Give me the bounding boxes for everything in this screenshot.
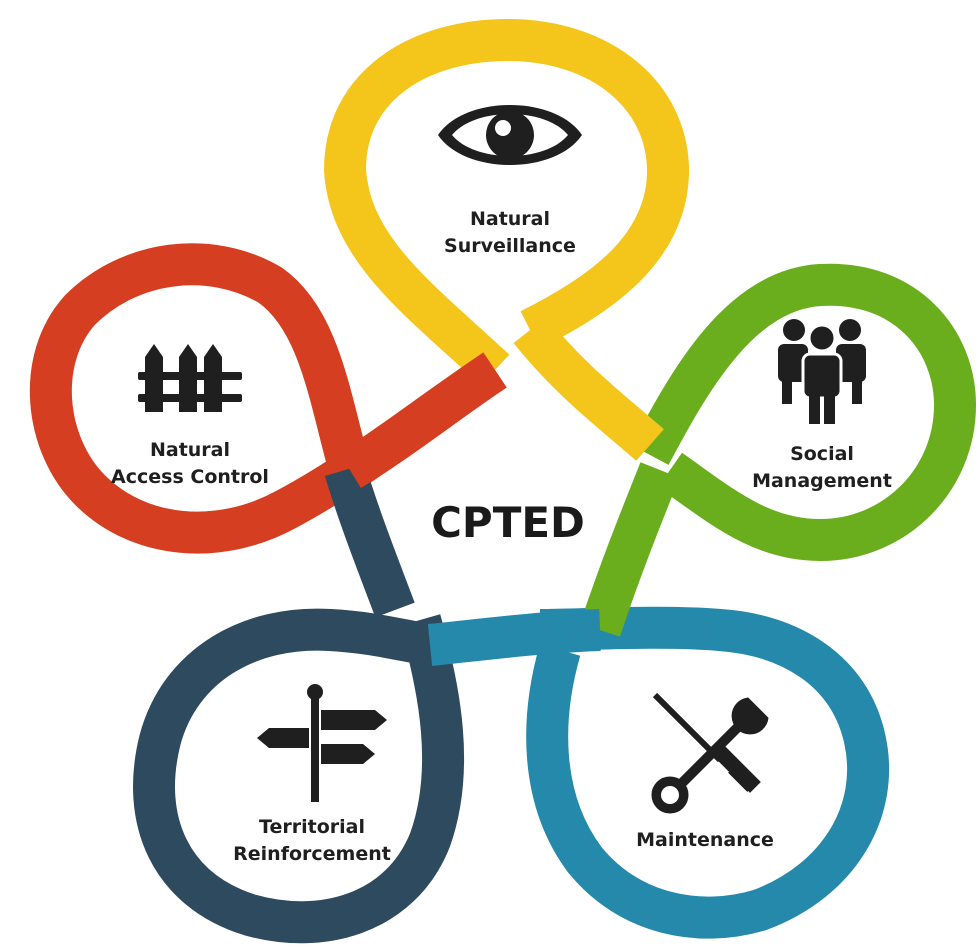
maintenance-label: Maintenance	[636, 829, 774, 851]
natural-surveillance-label-line2: Surveillance	[444, 235, 576, 257]
natural-access-control-label-line2: Access Control	[111, 466, 269, 488]
signpost-icon	[257, 684, 387, 802]
fence-icon	[138, 344, 242, 412]
territorial-reinforcement-label-line2: Reinforcement	[233, 843, 391, 865]
tools-icon	[651, 692, 769, 814]
petal-social-management	[631, 263, 977, 562]
natural-surveillance-label-line1: Natural	[470, 208, 550, 230]
eye-icon	[438, 105, 582, 165]
territorial-reinforcement-label-line1: Territorial	[259, 816, 365, 838]
petal-natural-access-control	[29, 243, 507, 554]
petal-natural-surveillance	[323, 18, 689, 386]
petal-maintenance	[526, 606, 890, 939]
petal-territorial-reinforcement	[133, 608, 465, 944]
social-management-label-line1: Social	[790, 443, 854, 465]
cpted-title: CPTED	[431, 498, 585, 547]
people-group-icon	[778, 319, 866, 424]
natural-access-control-label-line1: Natural	[150, 439, 230, 461]
social-management-label-line2: Management	[752, 470, 892, 492]
